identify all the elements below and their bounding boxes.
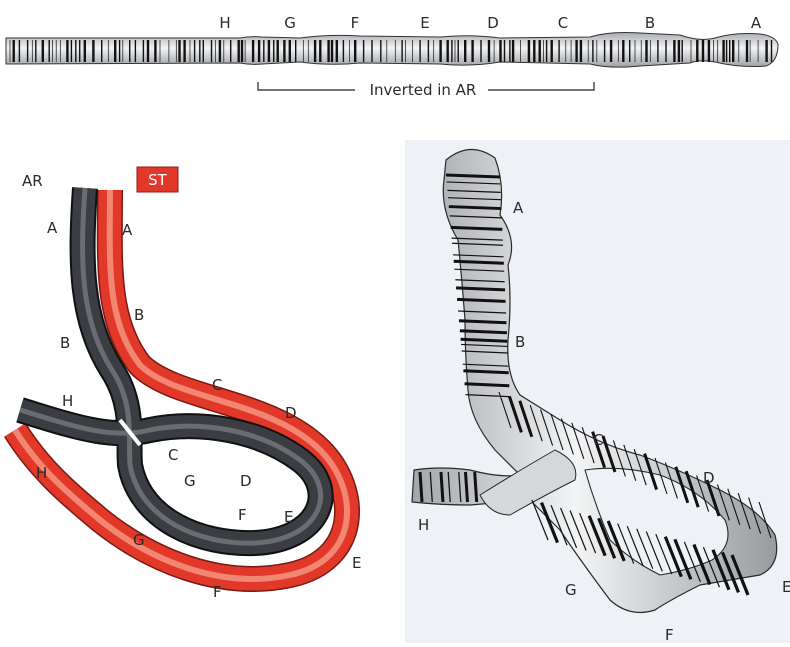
map-label-f: F [351, 14, 360, 32]
polytene-chromosome-drawing: A B C D H G F E [405, 140, 790, 643]
st-label-e: E [352, 554, 361, 572]
chromosome-band [465, 472, 467, 502]
drawing-label-b: B [515, 333, 525, 351]
drawing-label-h: H [418, 516, 429, 534]
chromosome-band [459, 321, 507, 323]
inversion-label: Inverted in AR [370, 81, 477, 99]
st-label-f: F [213, 583, 222, 601]
chromosome-band [454, 261, 504, 263]
ar-label-c: C [168, 446, 178, 464]
chromosome-band [451, 227, 503, 229]
drawing-label-d: D [703, 469, 715, 487]
st-strain-label: ST [148, 171, 168, 189]
st-label-g: G [133, 531, 145, 549]
linear-chromosome-map: H G F E D C B A Inverted in AR [6, 14, 778, 99]
chromosome-band [446, 175, 500, 177]
map-label-h: H [219, 14, 230, 32]
st-label-h: H [36, 464, 47, 482]
chromosome-band [465, 384, 510, 386]
chromosome-band [441, 472, 443, 502]
ar-label-g: G [184, 472, 196, 490]
chromosome-band [475, 472, 477, 502]
drawing-label-e: E [782, 578, 790, 596]
chromosome-band [456, 288, 505, 290]
st-label-a: A [122, 221, 133, 239]
drawing-label-f: F [665, 626, 674, 643]
chromosome-band [457, 299, 505, 301]
ar-label-b: B [60, 334, 70, 352]
chromosome-band [420, 472, 422, 502]
chromosome-band [461, 339, 508, 341]
drawing-label-g: G [565, 581, 577, 599]
ar-label-d: D [240, 472, 252, 490]
map-label-a: A [751, 14, 762, 32]
ar-label-e: E [284, 508, 293, 526]
map-label-d: D [487, 14, 499, 32]
st-label-b: B [134, 306, 144, 324]
chromosome-band [463, 371, 508, 373]
linear-chromosome-body [6, 33, 778, 68]
chromosome-band [460, 331, 507, 333]
chromosome-band [449, 207, 502, 209]
map-label-g: G [284, 14, 296, 32]
st-label-d: D [285, 404, 297, 422]
drawing-label-c: C [593, 431, 603, 449]
ar-label-h: H [62, 392, 73, 410]
ar-label-f: F [238, 506, 247, 524]
map-label-b: B [645, 14, 655, 32]
map-label-c: C [558, 14, 568, 32]
ar-label-a: A [47, 219, 58, 237]
ar-strain-label: AR [22, 172, 43, 190]
pairing-schematic: AR ST A B H C G D F E A B C D H G F E [15, 167, 361, 601]
drawing-label-a: A [513, 199, 524, 217]
map-label-e: E [420, 14, 429, 32]
st-label-c: C [212, 376, 222, 394]
